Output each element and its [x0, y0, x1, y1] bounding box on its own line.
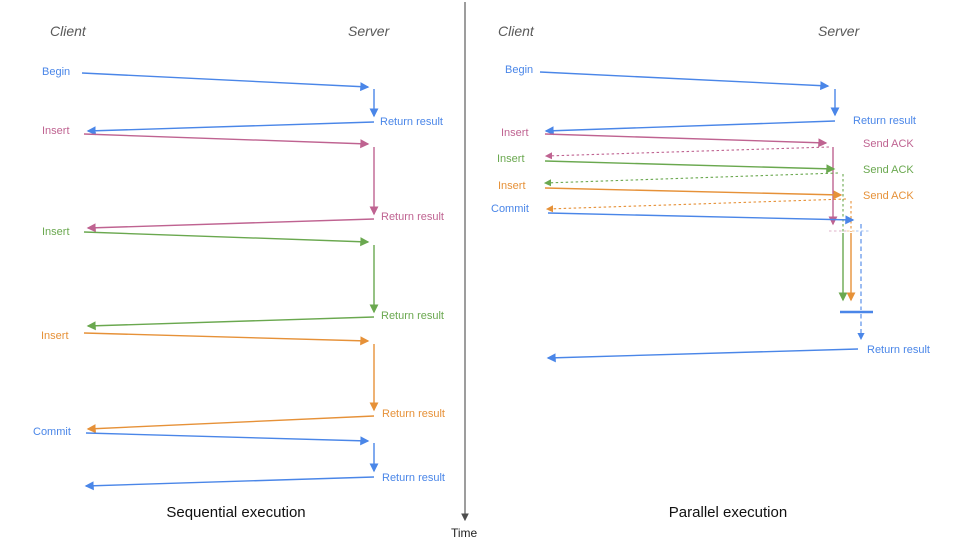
- left-op-insert1-label: Insert: [42, 125, 70, 137]
- left-insert1-arrows: [83, 133, 379, 233]
- left-return-result-1: Return result: [380, 116, 443, 128]
- left-begin-arrows: [81, 72, 379, 136]
- right-insert1-arrows: [544, 133, 838, 226]
- right-op-insert1-label: Insert: [501, 127, 529, 139]
- right-send-ack-3: Send ACK: [863, 190, 914, 202]
- right-op-commit-label: Commit: [491, 203, 529, 215]
- right-op-begin-label: Begin: [505, 64, 534, 76]
- right-panel-title: Parallel execution: [668, 504, 788, 521]
- right-return-result-1: Return result: [853, 115, 916, 127]
- left-commit-arrows: [84, 432, 379, 491]
- left-client-label: Client: [50, 23, 86, 39]
- left-insert3-arrows: [83, 332, 379, 434]
- right-client-label: Client: [498, 23, 534, 39]
- right-commit-arrows: [546, 212, 873, 363]
- left-return-result-4: Return result: [382, 408, 445, 420]
- left-return-result-5: Return result: [382, 472, 445, 484]
- right-return-result-2: Return result: [867, 344, 930, 356]
- left-server-label: Server: [348, 23, 390, 39]
- left-op-insert3-label: Insert: [41, 330, 69, 342]
- right-send-ack-2: Send ACK: [863, 164, 914, 176]
- left-op-insert2-label: Insert: [42, 226, 70, 238]
- time-axis-label: Time: [451, 526, 478, 540]
- right-op-insert2-label: Insert: [497, 153, 525, 165]
- left-panel-title: Sequential execution: [166, 504, 306, 521]
- right-send-ack-1: Send ACK: [863, 138, 914, 150]
- left-return-result-3: Return result: [381, 310, 444, 322]
- right-insert3-arrows: [544, 187, 856, 302]
- right-begin-arrows: [539, 71, 840, 136]
- right-server-label: Server: [818, 23, 860, 39]
- right-op-insert3-label: Insert: [498, 180, 526, 192]
- left-op-commit-label: Commit: [33, 426, 71, 438]
- right-insert2-arrows: [543, 160, 848, 302]
- left-op-begin-label: Begin: [42, 66, 71, 78]
- left-insert2-arrows: [83, 231, 379, 331]
- left-return-result-2: Return result: [381, 211, 444, 223]
